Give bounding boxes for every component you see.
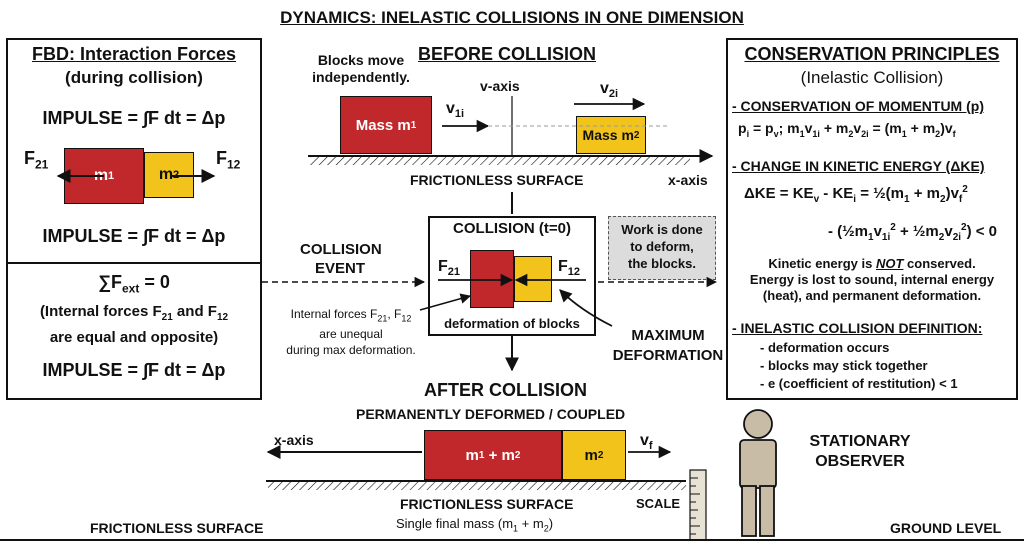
bottom-left-label: FRICTIONLESS SURFACE bbox=[90, 520, 264, 536]
fbd-sum-fext: ∑Fext = 0 bbox=[98, 272, 170, 296]
after-surface-hatch bbox=[268, 482, 686, 490]
ke-equation-2: - (½m1v1i2 + ½m2v2i2) < 0 bbox=[828, 222, 998, 243]
definition-item: - blocks may stick together bbox=[760, 358, 928, 373]
definition-item: - e (coefficient of restitution) < 1 bbox=[760, 376, 958, 391]
before-surface-hatch bbox=[310, 157, 690, 165]
after-title: AFTER COLLISION bbox=[424, 380, 587, 400]
conservation-panel bbox=[726, 38, 1018, 400]
scale-ticks bbox=[690, 477, 700, 535]
fbd-subtitle: (during collision) bbox=[65, 68, 203, 87]
ke-note-2: Energy is lost to sound, internal energy… bbox=[749, 272, 995, 303]
after-subtitle: PERMANENTLY DEFORMED / COUPLED bbox=[356, 406, 626, 422]
definition-item: - deformation occurs bbox=[760, 340, 890, 355]
before-v1i: v1i bbox=[446, 100, 465, 121]
conservation-title: CONSERVATION PRINCIPLES bbox=[744, 44, 1000, 64]
definition-heading: - INELASTIC COLLISION DEFINITION: bbox=[732, 320, 983, 336]
before-x-axis: x-axis bbox=[668, 172, 708, 188]
momentum-heading: - CONSERVATION OF MOMENTUM (p) bbox=[732, 98, 984, 114]
conservation-subtitle: (Inelastic Collision) bbox=[800, 68, 944, 87]
after-surface: FRICTIONLESS SURFACE bbox=[400, 496, 574, 512]
before-surface: FRICTIONLESS SURFACE bbox=[410, 172, 584, 188]
max-deformation-pointer bbox=[559, 289, 613, 327]
observer-figure bbox=[739, 409, 777, 537]
momentum-equation: pi = pv; m1v1i + m2v2i = (m1 + m2)vf bbox=[738, 120, 956, 139]
fbd-f21-label: F21 bbox=[24, 148, 49, 172]
after-final-mass: Single final mass (m1 + m2) bbox=[396, 516, 554, 534]
fbd-title: FBD: Interaction Forces bbox=[31, 44, 237, 64]
internal-forces-pointer bbox=[419, 293, 472, 311]
after-vf: vf bbox=[640, 432, 653, 453]
ke-equation-1: ΔKE = KEv - KEi = ½(m1 + m2)vf2 bbox=[744, 184, 968, 205]
scale-ruler bbox=[689, 469, 707, 541]
fbd-impulse-1: IMPULSE = ∫F dt = Δp bbox=[42, 108, 226, 128]
collision-title: COLLISION (t=0) bbox=[453, 220, 571, 237]
page-title: DYNAMICS: INELASTIC COLLISIONS IN ONE DI… bbox=[0, 8, 1024, 28]
after-x-axis: x-axis bbox=[274, 432, 314, 448]
title-text: DYNAMICS: INELASTIC COLLISIONS IN ONE DI… bbox=[280, 8, 744, 27]
fbd-divider bbox=[6, 262, 262, 264]
fbd-impulse-3: IMPULSE = ∫F dt = Δp bbox=[42, 360, 226, 380]
scale-label: SCALE bbox=[636, 496, 681, 511]
collision-f12: F12 bbox=[558, 258, 581, 279]
fbd-impulse-2: IMPULSE = ∫F dt = Δp bbox=[42, 226, 226, 246]
fbd-panel bbox=[6, 38, 262, 400]
bottom-right-label: GROUND LEVEL bbox=[890, 520, 1002, 536]
fbd-f12-label: F12 bbox=[216, 148, 241, 172]
collision-deformation: deformation of blocks bbox=[444, 316, 580, 331]
before-v2i: v2i bbox=[600, 80, 619, 101]
ke-note-1: Kinetic energy is NOT conserved. bbox=[768, 256, 976, 271]
before-v-axis: v-axis bbox=[480, 78, 520, 94]
ke-heading: - CHANGE IN KINETIC ENERGY (ΔKE) bbox=[732, 158, 985, 174]
collision-f21: F21 bbox=[438, 258, 461, 279]
before-title: BEFORE COLLISION bbox=[418, 44, 597, 64]
